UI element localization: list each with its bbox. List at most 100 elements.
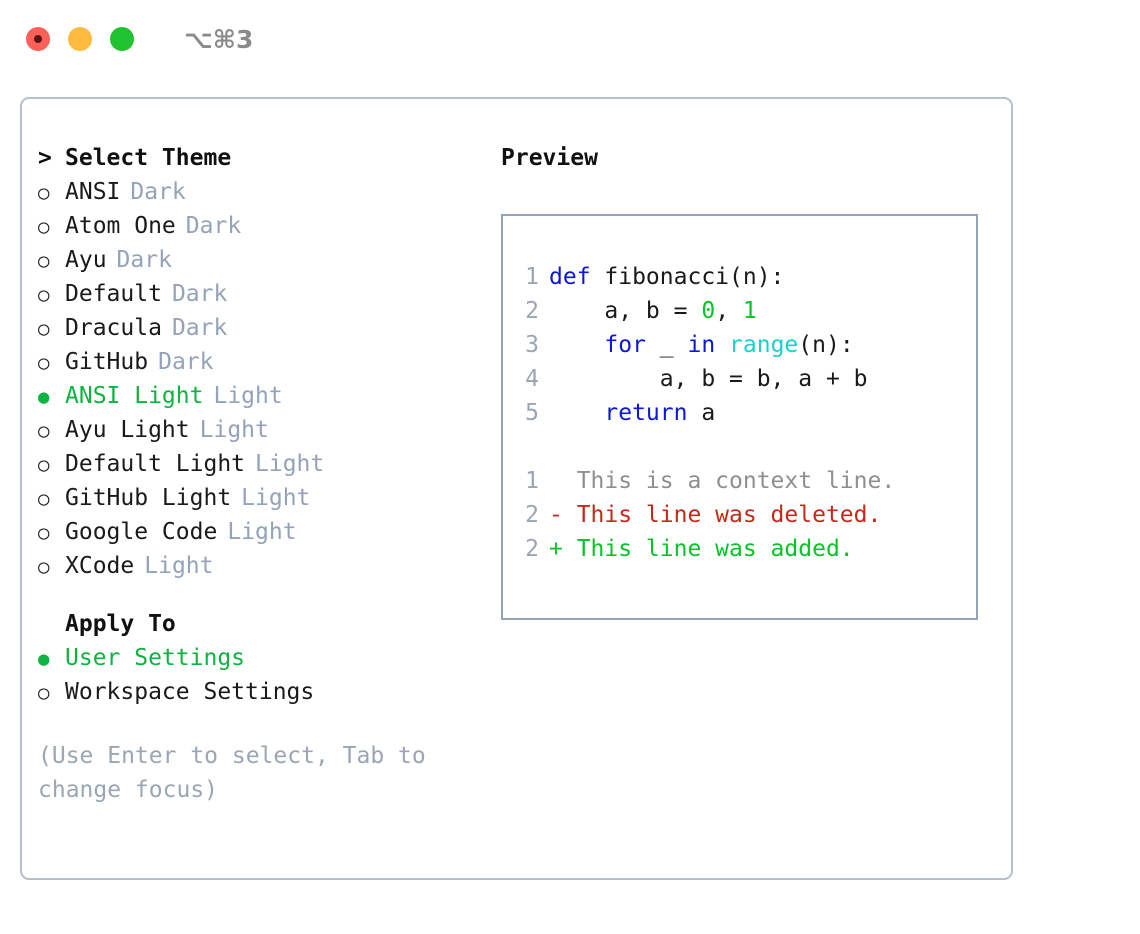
apply-to-label: User Settings [65,645,246,671]
radio-unselected-icon[interactable]: ○ [38,556,50,578]
line-number: 2 [525,536,539,562]
theme-name: Ayu Light [65,417,190,443]
code-token [549,396,604,430]
apply-to-list: ● User Settings ○ Workspace Settings [38,641,493,709]
code-line: 3 for _ in range(n): [511,328,976,362]
select-theme-header: > Select Theme [38,141,493,175]
theme-list-item[interactable]: ○ Default Dark [38,277,493,311]
theme-name: GitHub [65,349,149,375]
apply-to-header: ○Apply To [38,607,493,641]
radio-unselected-icon[interactable]: ○ [38,488,50,510]
theme-list-item[interactable]: ○ Google Code Light [38,515,493,549]
code-token: return [604,400,688,426]
diff-text: - This line was deleted. [549,502,882,528]
radio-unselected-icon[interactable]: ○ [38,682,50,704]
code-token: (n): [798,332,854,358]
theme-name: Default [65,281,162,307]
radio-unselected-icon[interactable]: ○ [38,420,50,442]
theme-list-item[interactable]: ○ Atom One Dark [38,209,493,243]
radio-unselected-icon[interactable]: ○ [38,318,50,340]
theme-variant-badge: Light [255,451,325,477]
radio-unselected-icon[interactable]: ○ [38,522,50,544]
code-token: range [729,332,799,358]
theme-name: GitHub Light [65,485,232,511]
line-number: 3 [525,332,539,358]
radio-selected-icon[interactable]: ● [38,648,50,670]
apply-to-item[interactable]: ○ Workspace Settings [38,675,493,709]
radio-selected-icon[interactable]: ● [38,386,50,408]
theme-variant-badge: Light [227,519,297,545]
line-number: 5 [525,400,539,426]
theme-list-item[interactable]: ○ Ayu Light Light [38,413,493,447]
caret-icon: > [38,145,52,171]
close-button[interactable] [26,27,50,51]
blank-marker: ○ [38,607,65,641]
code-token: def [549,264,591,290]
theme-name: ANSI [65,179,121,205]
theme-name: Google Code [65,519,218,545]
theme-name: Atom One [65,213,176,239]
minimize-button[interactable] [68,27,92,51]
diff-line: 2+ This line was added. [511,532,976,566]
theme-list-item[interactable]: ○ Default Light Light [38,447,493,481]
code-token: a, b = b, a + b [549,366,868,392]
select-theme-title: Select Theme [65,145,232,171]
line-number: 1 [525,264,539,290]
theme-name: ANSI Light [65,383,204,409]
code-line: 1 def fibonacci(n): [511,260,976,294]
code-line: 4 a, b = b, a + b [511,362,976,396]
preview-title: Preview [501,145,598,171]
code-token: 1 [742,298,757,324]
code-token: a [687,400,716,426]
radio-unselected-icon[interactable]: ○ [38,250,50,272]
spacer [38,709,493,739]
theme-name: Default Light [65,451,246,477]
code-token: fibonacci(n): [590,264,785,290]
theme-variant-badge: Dark [130,179,186,205]
code-line: 2 a, b = 0, 1 [511,294,976,328]
radio-unselected-icon[interactable]: ○ [38,284,50,306]
code-token: , [715,298,743,324]
code-token [715,328,729,362]
code-token: a, b = [549,298,702,324]
title-bar: ⌥⌘3 [0,0,1140,78]
maximize-button[interactable] [110,27,134,51]
apply-to-title: Apply To [65,611,176,637]
apply-to-label: Workspace Settings [65,679,315,705]
diff-sample: 1 This is a context line. 2 - This line wa… [511,464,976,566]
theme-variant-badge: Dark [171,315,228,341]
radio-unselected-icon[interactable]: ○ [38,216,50,238]
code-token: for [604,332,646,358]
diff-line: 1 This is a context line. [511,464,976,498]
theme-list-item[interactable]: ○ XCode Light [38,549,493,583]
theme-variant-badge: Dark [171,281,228,307]
code-token [549,328,604,362]
radio-unselected-icon[interactable]: ○ [38,182,50,204]
help-text: (Use Enter to select, Tab to change focu… [38,743,426,803]
line-number: 4 [525,366,539,392]
radio-unselected-icon[interactable]: ○ [38,352,50,374]
theme-name: Ayu [65,247,107,273]
line-number: 2 [525,502,539,528]
line-number: 2 [525,298,539,324]
theme-variant-badge: Light [199,417,269,443]
theme-variant-badge: Dark [185,213,242,239]
theme-name: XCode [65,553,135,579]
apply-to-item[interactable]: ● User Settings [38,641,493,675]
theme-variant-badge: Light [144,553,214,579]
code-token: in [687,332,716,358]
radio-unselected-icon[interactable]: ○ [38,454,50,476]
theme-list-item[interactable]: ○ ANSI Dark [38,175,493,209]
